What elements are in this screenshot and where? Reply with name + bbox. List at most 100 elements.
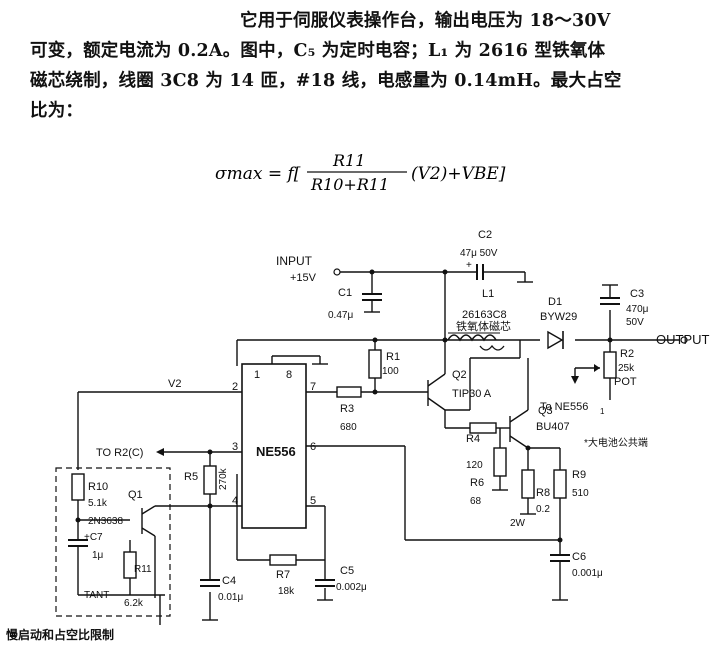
c3-value1: 470μ: [626, 304, 649, 315]
formula-numerator: R11: [332, 151, 365, 170]
r5-label: R5: [184, 471, 198, 483]
to-ne556-text: To NE556: [540, 401, 588, 413]
input-label: INPUT: [276, 254, 313, 268]
r11-label: R11: [134, 564, 152, 575]
l1-secondary: [479, 344, 505, 351]
r4-label: R4: [466, 433, 480, 445]
caption: 慢启动和占空比限制: [6, 628, 115, 642]
q3-value: BU407: [536, 421, 570, 433]
r8-value: 0.2: [536, 504, 550, 515]
v2-label: V2: [168, 378, 181, 390]
paragraph-line-3: 磁芯绕制，线圈 3C8 为 14 匝，#18 线，电感量为 0.14mH。最大占…: [30, 71, 622, 91]
d1-value: BYW29: [540, 311, 577, 323]
to-ne556-pin: 1: [600, 407, 605, 416]
r8-resistor: [521, 469, 535, 499]
c1-label: C1: [338, 287, 352, 299]
ne556-ic: [241, 363, 307, 529]
soft-start-box: [55, 467, 171, 617]
r1-value: 100: [382, 366, 399, 377]
r10-value: 5.1k: [88, 498, 108, 509]
l1-core-label: 铁氧体磁芯: [456, 319, 511, 333]
c5-label: C5: [340, 565, 354, 577]
formula-denominator: R10+R11: [310, 175, 389, 194]
r7-resistor: [269, 554, 297, 566]
output-label: OUTPUT: [656, 332, 710, 347]
c3-value2: 50V: [626, 317, 644, 328]
input-terminal: [333, 268, 341, 276]
ic-pin8: 8: [286, 369, 292, 381]
ground-symbols: [202, 281, 536, 621]
c6-value: 0.001μ: [572, 568, 603, 579]
c2-label: C2: [478, 229, 492, 241]
duty-cycle-formula: σmax = f[ R11 R10+R11 (V2)+VBE]: [215, 150, 525, 196]
r7-label: R7: [276, 569, 290, 581]
q1-label: Q1: [128, 489, 143, 501]
to-r2-arrow: [156, 448, 164, 456]
c2-value: 47μ 50V: [460, 248, 498, 259]
q3-label: Q3: [538, 405, 553, 417]
r8-label: R8: [536, 487, 550, 499]
ic-pin1: 1: [254, 369, 260, 381]
r2-pot: POT: [614, 376, 637, 388]
l1-label: L1: [482, 288, 494, 300]
tant-label: TANT: [84, 590, 109, 601]
r2-pot: [603, 351, 617, 379]
r11-value: 6.2k: [124, 598, 144, 609]
r6-label: R6: [470, 477, 484, 489]
c1-value: 0.47μ: [328, 310, 353, 321]
r2-value: 25k: [618, 363, 635, 374]
paragraph-line-2: 可变，额定电流为 0.2A。图中，C₅ 为定时电容；L₁ 为 2616 型铁氧体: [30, 41, 606, 61]
r6-value: 68: [470, 496, 482, 507]
r2-label: R2: [620, 348, 634, 360]
l1-value: 26163C8: [462, 309, 507, 321]
r11-resistor: [123, 551, 137, 579]
to-r2-label: TO R2(C): [96, 447, 143, 459]
output-terminal: [680, 336, 688, 344]
ic-pin4: 4: [232, 495, 238, 507]
r4-value: 120: [466, 460, 483, 471]
paragraph-line-4: 比为：: [30, 101, 84, 121]
r9-value: 510: [572, 488, 589, 499]
r9-resistor: [553, 469, 567, 499]
q1-value: 2N3638: [88, 516, 123, 527]
capacitors: [68, 264, 620, 587]
r3-value: 680: [340, 422, 357, 433]
to-ne556-arrow: [571, 376, 579, 384]
description-paragraph: 它用于伺服仪表操作台，输出电压为 18～30V 可变，额定电流为 0.2A。图中…: [30, 6, 700, 126]
r4-resistor: [469, 422, 497, 434]
r6-resistor: [493, 447, 507, 477]
input-voltage: +15V: [290, 272, 317, 284]
c5-value: 0.002μ: [336, 582, 367, 593]
c3-label: C3: [630, 288, 644, 300]
r1-label: R1: [386, 351, 400, 363]
c7-label: +C7: [84, 532, 103, 543]
formula-rest: (V2)+VBE]: [411, 164, 506, 184]
formula-svg: σmax = f[ R11 R10+R11 (V2)+VBE]: [215, 151, 506, 194]
r1-resistor: [368, 349, 382, 379]
q2-label: Q2: [452, 369, 467, 381]
r3-resistor: [336, 386, 362, 398]
wires: [77, 271, 680, 625]
ic-pin6: 6: [310, 441, 316, 453]
d1-label: D1: [548, 296, 562, 308]
c7-value: 1μ: [92, 550, 104, 561]
d1-diode: [547, 330, 564, 350]
resistors: [71, 349, 617, 579]
c4-value: 0.01μ: [218, 592, 243, 603]
paragraph-line-1: 它用于伺服仪表操作台，输出电压为 18～30V: [240, 11, 611, 31]
c6-label: C6: [572, 551, 586, 563]
r5-resistor: [203, 465, 217, 495]
l1-inductor: [447, 334, 497, 342]
r10-resistor: [71, 473, 85, 501]
ic-pin3: 3: [232, 441, 238, 453]
c2-plus: +: [466, 260, 472, 271]
r7-value: 18k: [278, 586, 295, 597]
ic-pin7: 7: [310, 381, 316, 393]
r10-label: R10: [88, 481, 108, 493]
r8-power: 2W: [510, 518, 526, 529]
r9-label: R9: [572, 469, 586, 481]
r3-label: R3: [340, 403, 354, 415]
c4-label: C4: [222, 575, 236, 587]
formula-lhs: σmax = f[: [215, 164, 301, 184]
common-note: *大电池公共端: [584, 436, 648, 449]
